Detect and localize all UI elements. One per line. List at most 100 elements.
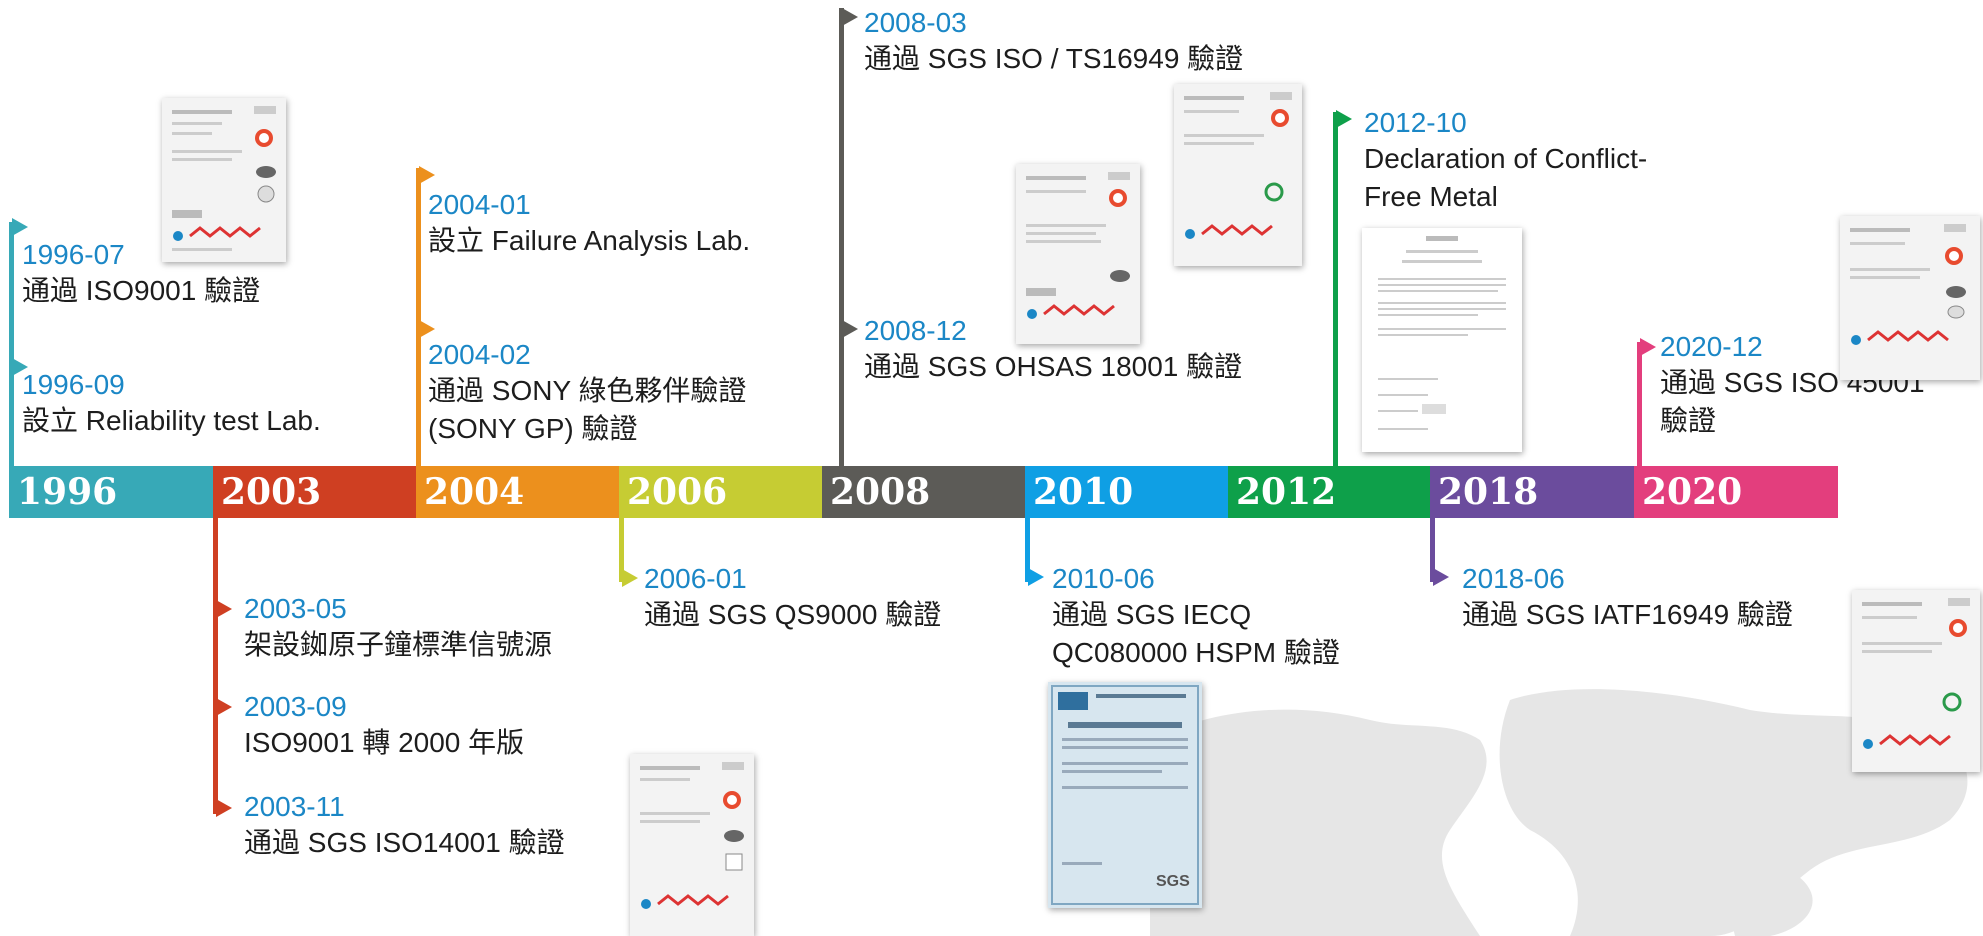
event-date: 1996-09 [22, 369, 125, 400]
flag-2004-01 [419, 166, 435, 184]
iso14001-certificate-image [630, 754, 754, 936]
event-1996-07: 1996-07 通過 ISO9001 驗證 [22, 238, 260, 310]
flag-2003-05 [216, 600, 232, 618]
event-2012-10: 2012-10 Declaration of Conflict- Free Me… [1364, 106, 1647, 216]
event-2003-11: 2003-11 通過 SGS ISO14001 驗證 [244, 790, 565, 862]
event-text: 通過 SGS IECQ QC080000 HSPM 驗證 [1052, 599, 1340, 668]
event-date: 2004-02 [428, 339, 531, 370]
qc080000-certificate-image: SGS [1048, 682, 1202, 908]
certificate-graphic [1840, 216, 1980, 380]
event-text: 通過 SGS OHSAS 18001 驗證 [864, 351, 1243, 382]
event-text: 通過 SGS ISO14001 驗證 [244, 827, 565, 858]
iatf16949-certificate-image [1852, 590, 1980, 772]
timeline-stem-2010 [1025, 514, 1030, 582]
world-map-image [1150, 689, 1968, 936]
event-date: 2006-01 [644, 563, 747, 594]
year-label: 2008 [830, 471, 931, 513]
event-1996-09: 1996-09 設立 Reliability test Lab. [22, 368, 321, 440]
certificate-graphic [1174, 84, 1302, 266]
year-label: 2010 [1033, 471, 1134, 513]
conflict-free-declaration-image [1362, 228, 1522, 452]
event-date: 2003-11 [244, 791, 345, 822]
event-2010-06: 2010-06 通過 SGS IECQ QC080000 HSPM 驗證 [1052, 562, 1340, 672]
ts16949-certificate-image [1174, 84, 1302, 266]
timeline-stem-2008 [839, 8, 844, 470]
event-date: 2003-09 [244, 691, 347, 722]
ohsas18001-certificate-image [1016, 164, 1140, 344]
event-2004-01: 2004-01 設立 Failure Analysis Lab. [428, 188, 750, 260]
event-text: 架設銣原子鐘標準信號源 [244, 629, 553, 660]
year-label: 2020 [1642, 471, 1743, 513]
flag-2010-06 [1028, 568, 1044, 586]
certificate-graphic [630, 754, 754, 936]
event-2003-05: 2003-05 架設銣原子鐘標準信號源 [244, 592, 552, 664]
event-date: 2008-03 [864, 7, 967, 38]
event-text: 通過 ISO9001 驗證 [22, 275, 261, 306]
event-2008-12: 2008-12 通過 SGS OHSAS 18001 驗證 [864, 314, 1242, 386]
event-text: ISO9001 轉 2000 年版 [244, 727, 525, 758]
year-bar-2003: 2003 [213, 466, 416, 518]
year-label: 2006 [627, 471, 728, 513]
document-graphic [1362, 228, 1522, 452]
event-date: 2020-12 [1660, 331, 1763, 362]
year-label: 1996 [17, 471, 118, 513]
event-2006-01: 2006-01 通過 SGS QS9000 驗證 [644, 562, 941, 634]
year-bar-2008: 2008 [822, 466, 1025, 518]
flag-2008-03 [842, 8, 858, 26]
flag-2008-12 [842, 320, 858, 338]
flag-2003-09 [216, 698, 232, 716]
year-bar-1996: 1996 [9, 466, 213, 518]
year-label: 2003 [221, 471, 322, 513]
year-bar-2020: 2020 [1634, 466, 1838, 518]
year-bar-2012: 2012 [1228, 466, 1430, 518]
certificate-graphic [162, 98, 286, 262]
flag-2006-01 [622, 569, 638, 587]
flag-2018-06 [1433, 568, 1449, 586]
year-bar-2006: 2006 [619, 466, 822, 518]
year-label: 2018 [1438, 471, 1539, 513]
event-text: Declaration of Conflict- Free Metal [1364, 143, 1648, 212]
event-2003-09: 2003-09 ISO9001 轉 2000 年版 [244, 690, 524, 762]
timeline-stem-2003 [213, 514, 218, 814]
event-text: 設立 Reliability test Lab. [22, 405, 321, 436]
certificate-graphic [1016, 164, 1140, 344]
flag-2004-02 [419, 320, 435, 338]
timeline-stem-2004 [416, 168, 421, 470]
event-text: 通過 SONY 綠色夥伴驗證 (SONY GP) 驗證 [428, 375, 747, 444]
timeline-stem-1996 [9, 222, 14, 472]
flag-2012-10 [1336, 110, 1352, 128]
year-label: 2012 [1236, 471, 1337, 513]
event-2004-02: 2004-02 通過 SONY 綠色夥伴驗證 (SONY GP) 驗證 [428, 338, 746, 448]
svg-text:SGS: SGS [1156, 873, 1190, 890]
flag-2003-11 [216, 799, 232, 817]
iso9001-certificate-image [162, 98, 286, 262]
flag-1996-07 [12, 218, 28, 236]
timeline-stem-2006 [619, 514, 624, 582]
certificate-graphic [1852, 590, 1980, 772]
certificate-graphic: SGS [1048, 682, 1202, 908]
event-date: 2004-01 [428, 189, 531, 220]
event-date: 2018-06 [1462, 563, 1565, 594]
iso45001-certificate-image [1840, 216, 1980, 380]
year-bar-2018: 2018 [1430, 466, 1634, 518]
event-2018-06: 2018-06 通過 SGS IATF16949 驗證 [1462, 562, 1793, 634]
event-text: 通過 SGS QS9000 驗證 [644, 599, 942, 630]
year-bar-2004: 2004 [416, 466, 619, 518]
year-label: 2004 [424, 471, 525, 513]
event-text: 設立 Failure Analysis Lab. [428, 225, 751, 256]
event-2008-03: 2008-03 通過 SGS ISO / TS16949 驗證 [864, 6, 1243, 78]
event-date: 2010-06 [1052, 563, 1155, 594]
event-date: 2008-12 [864, 315, 967, 346]
flag-1996-09 [12, 358, 28, 376]
event-text: 通過 SGS IATF16949 驗證 [1462, 599, 1793, 630]
timeline-stem-2020 [1637, 342, 1642, 472]
event-text: 通過 SGS ISO / TS16949 驗證 [864, 43, 1244, 74]
event-date: 2003-05 [244, 593, 347, 624]
event-date: 1996-07 [22, 239, 125, 270]
timeline-stem-2012 [1333, 112, 1338, 470]
year-bar-2010: 2010 [1025, 466, 1228, 518]
flag-2020-12 [1640, 338, 1656, 356]
event-date: 2012-10 [1364, 107, 1467, 138]
timeline-stem-2018 [1430, 514, 1435, 582]
